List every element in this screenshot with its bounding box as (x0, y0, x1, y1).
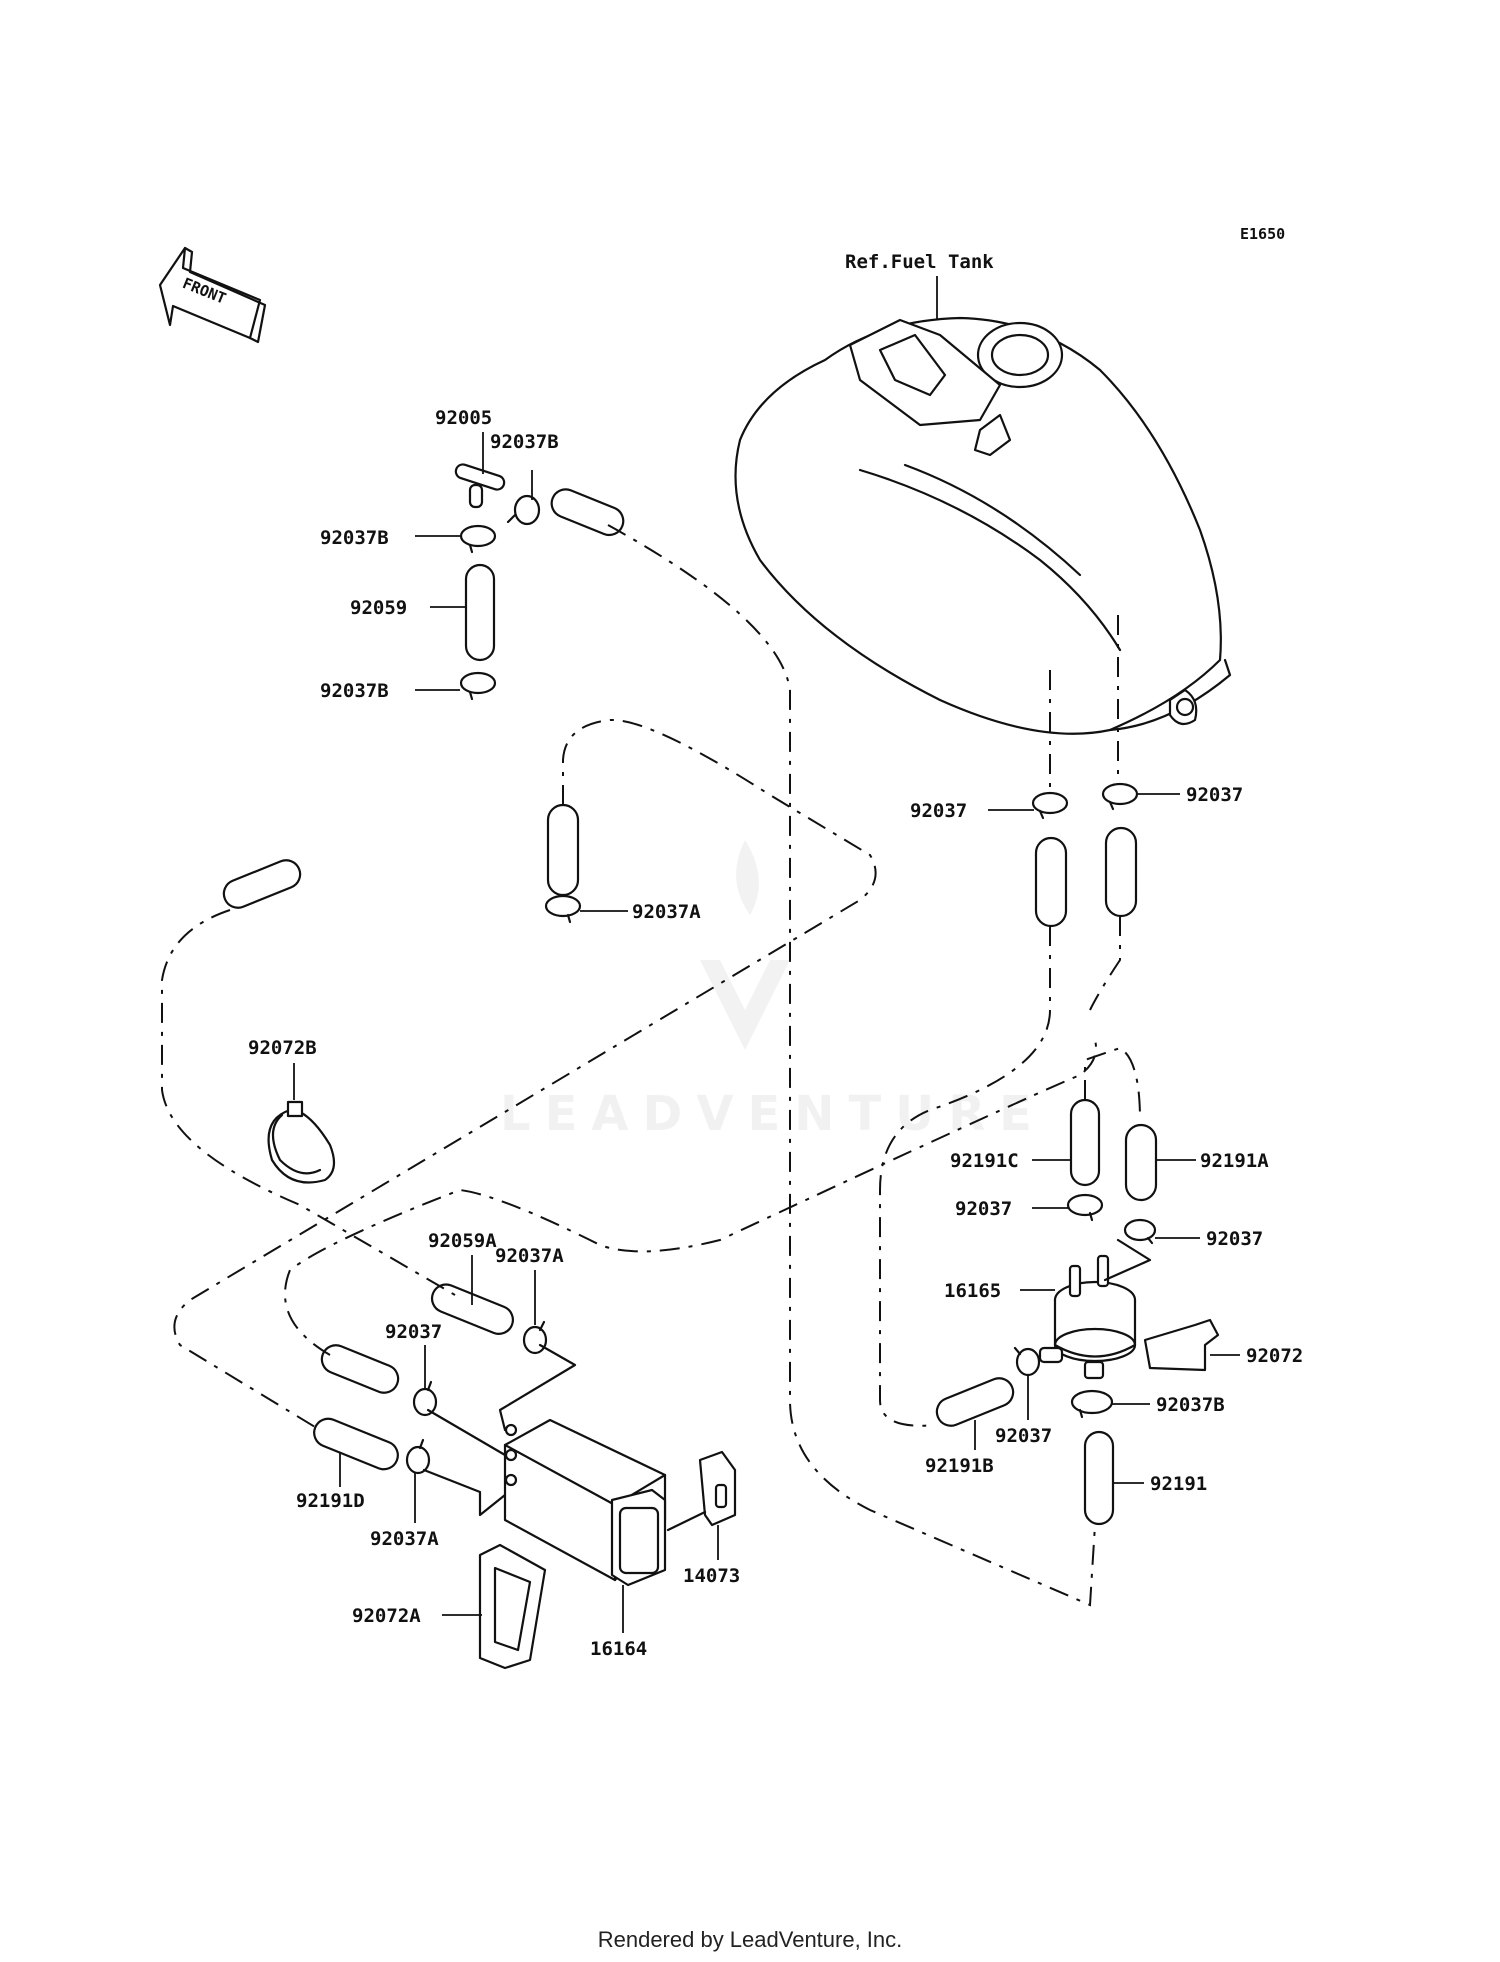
clamp-92037-filter-r (1123, 1218, 1157, 1245)
hose-92191d (313, 1417, 399, 1471)
hose-tank-r (1104, 826, 1138, 918)
footer-credit: Rendered by LeadVenture, Inc. (598, 1927, 903, 1952)
label-92037a-mid: 92037A (632, 901, 701, 923)
clamp-92037-filter-bot (1013, 1346, 1041, 1377)
label-92059a: 92059A (428, 1230, 497, 1252)
hose-92059 (464, 563, 496, 662)
label-16165: 16165 (944, 1280, 1001, 1302)
label-92191a: 92191A (1200, 1150, 1269, 1172)
cable-tie-92072b (267, 1100, 336, 1184)
label-92037-can: 92037 (385, 1321, 442, 1343)
label-92072a: 92072A (352, 1605, 421, 1627)
label-92037a-can-bot: 92037A (370, 1528, 439, 1550)
label-92191c: 92191C (950, 1150, 1019, 1172)
label-92037a-can-top: 92037A (495, 1245, 564, 1267)
clamp-92037-tank-r (1101, 782, 1139, 811)
label-92037-filter-bot: 92037 (995, 1425, 1052, 1447)
label-92037b-top: 92037B (490, 431, 559, 453)
label-92037-filter-l: 92037 (955, 1198, 1012, 1220)
hose-92005-side (550, 488, 625, 537)
hose-92191 (1083, 1430, 1115, 1526)
front-arrow-icon: FRONT (158, 246, 267, 344)
label-92005: 92005 (435, 407, 492, 429)
clamp-92037-filter-l (1066, 1193, 1104, 1222)
bracket-92072 (1143, 1318, 1220, 1372)
label-92037-filter-r: 92037 (1206, 1228, 1263, 1250)
clamp-92037a-mid (544, 894, 582, 924)
watermark: LEADVENTURE (500, 840, 1046, 1142)
label-92072b: 92072B (248, 1037, 317, 1059)
label-92037b-left1: 92037B (320, 527, 389, 549)
watermark-text: LEADVENTURE (500, 1086, 1046, 1142)
label-92037b-filter: 92037B (1156, 1394, 1225, 1416)
strap-92072a (478, 1543, 547, 1670)
clamp-92037b-left1 (459, 524, 497, 554)
clamp-92037-can (412, 1380, 438, 1417)
diagram-code: E1650 (1240, 225, 1285, 243)
clamp-92037a-can-top (522, 1320, 548, 1355)
clamp-92037b-filter (1070, 1389, 1114, 1419)
hose-left-upper (222, 859, 302, 909)
hose-92191b (935, 1377, 1015, 1427)
label-92191d: 92191D (296, 1490, 365, 1512)
label-92037b-left2: 92037B (320, 680, 389, 702)
clip-14073 (698, 1450, 737, 1527)
hose-92191a (1124, 1123, 1158, 1202)
t-fitting-92005 (454, 463, 506, 509)
label-92037-tank-r: 92037 (1186, 784, 1243, 806)
label-92072: 92072 (1246, 1345, 1303, 1367)
hose-routing (161, 524, 1141, 1607)
clamp-92037b-left2 (459, 671, 497, 701)
label-14073: 14073 (683, 1565, 740, 1587)
ref-fuel-tank-label: Ref.Fuel Tank (845, 251, 994, 273)
clamp-92037b-top (506, 494, 541, 526)
clamp-92037a-can-bot (405, 1438, 431, 1475)
clamp-92037-tank-l (1031, 791, 1069, 820)
hose-92059a (430, 1283, 514, 1335)
hose-92191c (1069, 1098, 1101, 1187)
separator-16165 (1038, 1254, 1137, 1380)
hose-tank-l (1034, 836, 1068, 928)
hose-can-mid (320, 1344, 400, 1394)
hose-mid-upper (546, 803, 580, 897)
label-92059: 92059 (350, 597, 407, 619)
label-92037-tank-l: 92037 (910, 800, 967, 822)
label-92191: 92191 (1150, 1473, 1207, 1495)
label-92191b: 92191B (925, 1455, 994, 1477)
fuel-tank (734, 316, 1232, 735)
label-16164: 16164 (590, 1638, 647, 1660)
canister-16164 (503, 1418, 667, 1587)
